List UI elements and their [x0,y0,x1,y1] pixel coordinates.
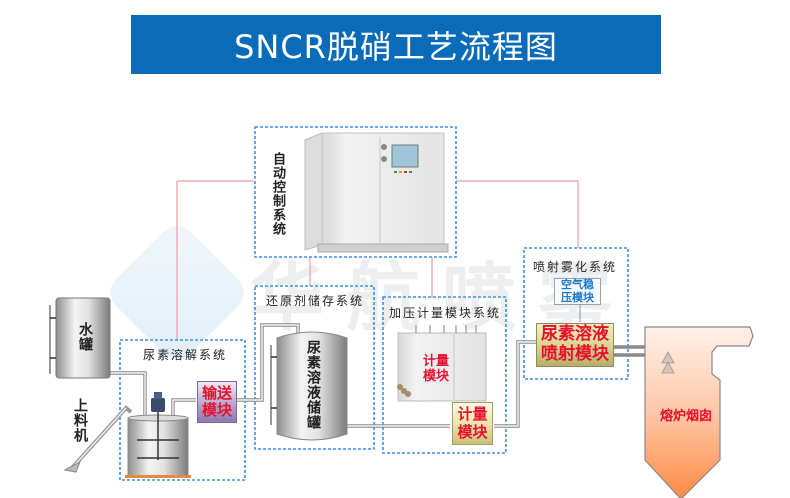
urea-storage-tank [270,331,348,441]
transfer-module: 输送模块 [197,381,237,423]
urea-injection-module: 尿素溶液喷射模块 [536,323,614,367]
signal-lines [176,180,579,340]
nozzles [661,351,675,374]
metering-cabinet [397,325,487,402]
storage-system-label: 还原剂储存系统 [266,294,365,308]
control-system-label: 自动控制系统 [270,152,285,236]
control-system-box [254,126,457,258]
metering-system-label: 加压计量模块系统 [389,306,502,320]
dissolve-system-label: 尿素溶解系统 [143,348,228,362]
signal-line-spray [456,180,579,248]
water-tank-label: 水罐 [77,322,93,352]
feeder-label: 上料机 [72,398,88,443]
page-title: SNCR脱硝工艺流程图 [131,15,661,74]
dissolve-system-box [119,339,246,481]
system-boxes [119,126,629,481]
furnace-label: 熔炉烟囱 [659,408,712,424]
air-pressure-module: 空气稳压模块 [554,278,601,305]
screw-feeder [63,405,133,473]
metering-system-box [382,296,507,454]
storage-system-box [254,285,375,450]
spray-system-label: 喷射雾化系统 [533,260,618,274]
nozzle-2 [661,361,675,374]
metering-cabinet-label: 计量模块 [422,354,449,384]
spray-system-box [523,247,629,380]
metering-module: 计量模块 [452,402,493,445]
storage-tank-label: 尿素溶液储罐 [305,340,321,430]
water-tank [49,297,111,379]
dissolving-tank [125,392,191,478]
control-cabinet [304,132,449,253]
